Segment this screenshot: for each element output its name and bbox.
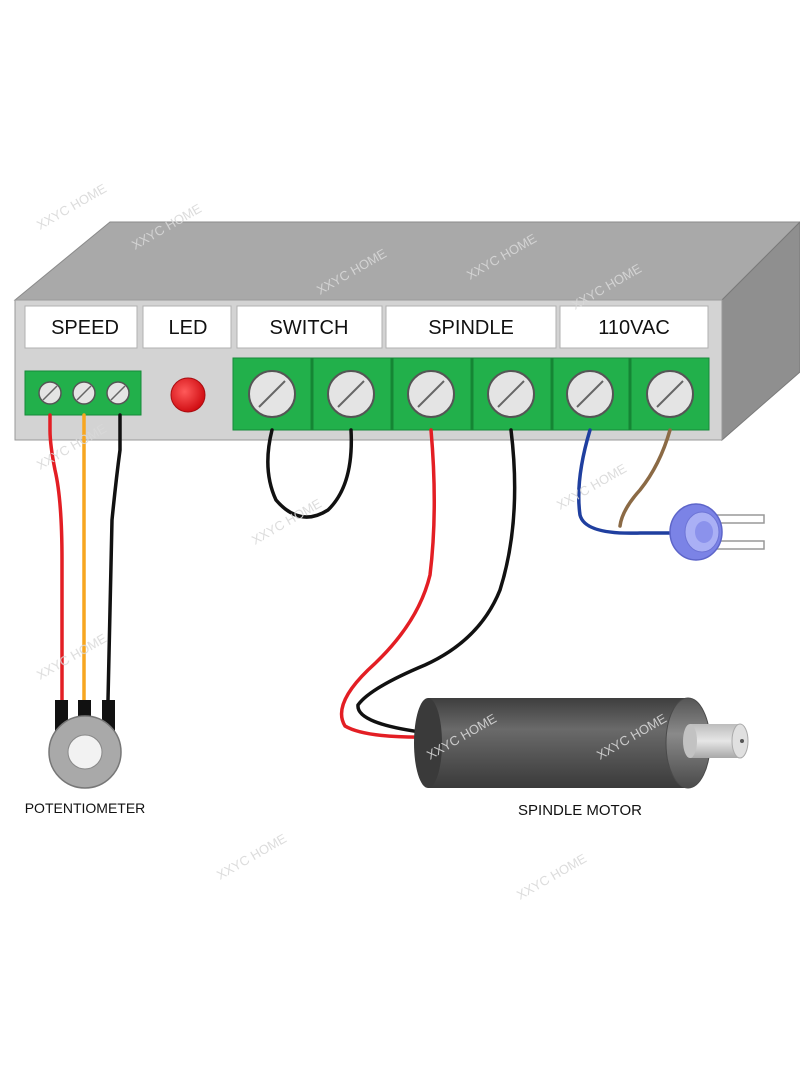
screw-terminal-icon: [487, 370, 535, 418]
potentiometer-icon: [48, 700, 122, 789]
watermark: XXYC HOME: [554, 460, 629, 512]
wire-brown-110vac: [618, 428, 672, 528]
wire-red-speed: [48, 413, 64, 702]
label-spindle: SPINDLE: [428, 317, 514, 339]
wire-black-speed: [106, 413, 122, 702]
watermark: XXYC HOME: [249, 495, 324, 547]
wire-switch-jumper: [266, 428, 354, 519]
label-spindle-motor: SPINDLE MOTOR: [518, 802, 642, 819]
spindle-motor-icon: [414, 697, 749, 789]
power-plug-icon: [669, 503, 765, 561]
led-indicator-icon: [170, 377, 206, 413]
label-speed: SPEED: [51, 317, 119, 339]
controller-box: SPEED LED SWITCH SPINDLE 110VAC: [13, 221, 800, 442]
watermark: XXYC HOME: [514, 850, 589, 902]
wires: [48, 413, 684, 739]
wire-red-spindle: [339, 428, 437, 739]
screw-terminal-icon: [248, 370, 296, 418]
screw-terminal-icon: [327, 370, 375, 418]
label-strip: SPEED LED SWITCH SPINDLE 110VAC: [24, 305, 709, 349]
box-top-face: [13, 221, 800, 301]
watermark: XXYC HOME: [214, 830, 289, 882]
main-terminal-block: [232, 357, 710, 431]
screw-terminal-icon: [566, 370, 614, 418]
wire-black-spindle: [356, 428, 517, 735]
watermark: XXYC HOME: [34, 180, 109, 232]
label-potentiometer: POTENTIOMETER: [25, 800, 146, 816]
label-switch: SWITCH: [270, 317, 349, 339]
speed-terminal: [24, 370, 142, 416]
screw-terminal-icon: [646, 370, 694, 418]
watermark: XXYC HOME: [34, 630, 109, 682]
wire-blue-110vac: [577, 428, 684, 535]
screw-terminal-icon: [407, 370, 455, 418]
label-led: LED: [169, 317, 208, 339]
label-110vac: 110VAC: [598, 317, 670, 339]
